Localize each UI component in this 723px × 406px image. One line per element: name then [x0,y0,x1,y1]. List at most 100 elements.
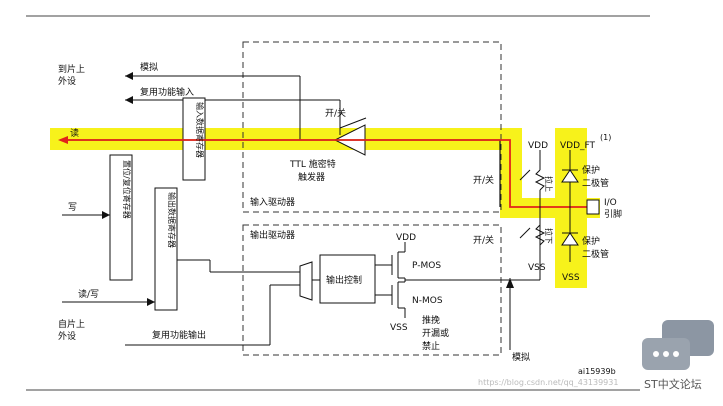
write-label: 写 [68,202,77,213]
output-data-register [154,187,178,311]
svg-text:TTL 施密特: TTL 施密特 [289,158,336,170]
svg-text:推挽: 推挽 [422,314,440,326]
set-reset-register-label: 置位/复位寄存器 [122,160,132,219]
svg-text:读/写: 读/写 [78,288,99,300]
protect-diode-bottom-line2: 二极管 [582,248,609,260]
svg-text:模拟: 模拟 [140,61,158,73]
svg-text:P-MOS: P-MOS [412,261,441,271]
svg-text:N-MOS: N-MOS [412,296,443,306]
svg-text:二极管: 二极管 [582,248,609,260]
pull-up-label: 拉上 [544,176,554,192]
input-data-register [182,97,206,181]
svg-text:外设: 外设 [58,75,76,87]
svg-text:开漏或: 开漏或 [422,327,449,339]
protection-diode-top-icon [561,150,579,207]
ttl-schmitt-line2: 触发器 [298,171,325,183]
input-switch-label: 开/关 [325,107,346,119]
pull-up-switch-label: 开/关 [473,174,494,186]
alt-func-output-label: 复用功能输出 [152,329,206,341]
protect-diode-bottom-line1: 保护 [582,235,600,247]
output-driver-box [242,224,502,356]
read-write-label: 读/写 [78,288,99,300]
svg-text:输入驱动器: 输入驱动器 [250,196,295,208]
svg-text:到片上: 到片上 [58,63,85,75]
forum-chat-icon [642,320,714,370]
analog-bottom-label: 模拟 [512,351,530,363]
svg-text:VSS: VSS [528,263,546,273]
forum-name: ST中文论坛 [644,377,702,391]
svg-text:保护: 保护 [582,235,600,247]
push-pull-line1: 推挽 [422,314,440,326]
svg-text:https://blog.csdn.net/qq_43139: https://blog.csdn.net/qq_43139931 [478,378,618,387]
svg-text:复用功能输出: 复用功能输出 [152,329,206,341]
from-chip-periph-line1: 自片上 [58,318,85,330]
output-driver-label: 输出驱动器 [250,229,295,241]
push-pull-line2: 开漏或 [422,327,449,339]
svg-text:禁止: 禁止 [422,340,440,352]
input-driver-label: 输入驱动器 [250,196,295,208]
output-data-register-label: 输出数据寄存器 [167,192,177,248]
svg-text:输出控制: 输出控制 [326,274,362,286]
push-pull-line3: 禁止 [422,340,440,352]
svg-text:读: 读 [70,127,79,139]
input-data-register-label: 输入数据寄存器 [195,102,205,158]
nmos-vss-label: VSS [390,323,408,333]
output-mux [299,261,313,301]
svg-text:外设: 外设 [58,330,76,342]
output-control-box [319,254,376,304]
input-driver-box [242,41,502,213]
io-pin-line2: 引脚 [604,209,622,220]
set-reset-register [109,154,133,281]
svg-text:开/关: 开/关 [473,174,494,186]
svg-text:输入数据寄存器: 输入数据寄存器 [195,102,205,158]
read-path-highlight [50,128,600,288]
alt-func-input-label: 复用功能输入 [140,86,194,98]
svg-text:自片上: 自片上 [58,318,85,330]
pmos-transistor [375,242,406,279]
from-chip-periph-line2: 外设 [58,330,76,342]
svg-text:开/关: 开/关 [473,234,494,246]
svg-text:开/关: 开/关 [325,107,346,119]
analog-label: 模拟 [140,61,158,73]
pull-down-switch-label: 开/关 [473,234,494,246]
svg-text:触发器: 触发器 [298,171,325,183]
svg-text:引脚: 引脚 [604,209,622,220]
svg-text:保护: 保护 [582,164,600,176]
svg-text:复用功能输入: 复用功能输入 [140,86,194,98]
protect-diode-top-line1: 保护 [582,164,600,176]
pull-up-resistor [534,150,546,207]
svg-text:ST中文论坛: ST中文论坛 [644,377,702,391]
pmos-vdd-label: VDD [396,233,416,243]
svg-text:VDD: VDD [396,233,416,243]
protect-diode-top-line2: 二极管 [582,177,609,189]
svg-text:模拟: 模拟 [512,351,530,363]
svg-text:(1): (1) [600,133,611,142]
nmos-transistor [375,281,406,318]
vdd-ft-label: VDD_FT [560,141,596,151]
diode-vss-label: VSS [562,273,580,283]
pmos-label: P-MOS [412,261,441,271]
svg-text:VDD: VDD [528,141,548,151]
svg-text:VDD_FT: VDD_FT [560,141,596,151]
footnote-mark: (1) [600,133,611,142]
pull-up-switch [519,169,531,181]
pull-down-label: 拉下 [544,228,554,244]
svg-text:拉上: 拉上 [544,176,554,192]
svg-text:ai15939b: ai15939b [578,367,616,376]
io-pin-line1: I/O [604,198,617,208]
io-pin-icon [586,199,600,215]
chip-periph-in-line1: 到片上 [58,63,85,75]
ttl-schmitt-line1: TTL 施密特 [289,158,336,170]
svg-text:拉下: 拉下 [544,228,554,244]
url-watermark: https://blog.csdn.net/qq_43139931 [478,378,618,387]
svg-text:输出驱动器: 输出驱动器 [250,229,295,241]
pull-down-vss-label: VSS [528,263,546,273]
chip-periph-in-line2: 外设 [58,75,76,87]
svg-text:I/O: I/O [604,198,617,208]
svg-text:置位/复位寄存器: 置位/复位寄存器 [122,160,132,219]
pull-down-switch [519,227,531,239]
svg-text:输出数据寄存器: 输出数据寄存器 [167,192,177,248]
vdd-label: VDD [528,141,548,151]
svg-text:VSS: VSS [562,273,580,283]
